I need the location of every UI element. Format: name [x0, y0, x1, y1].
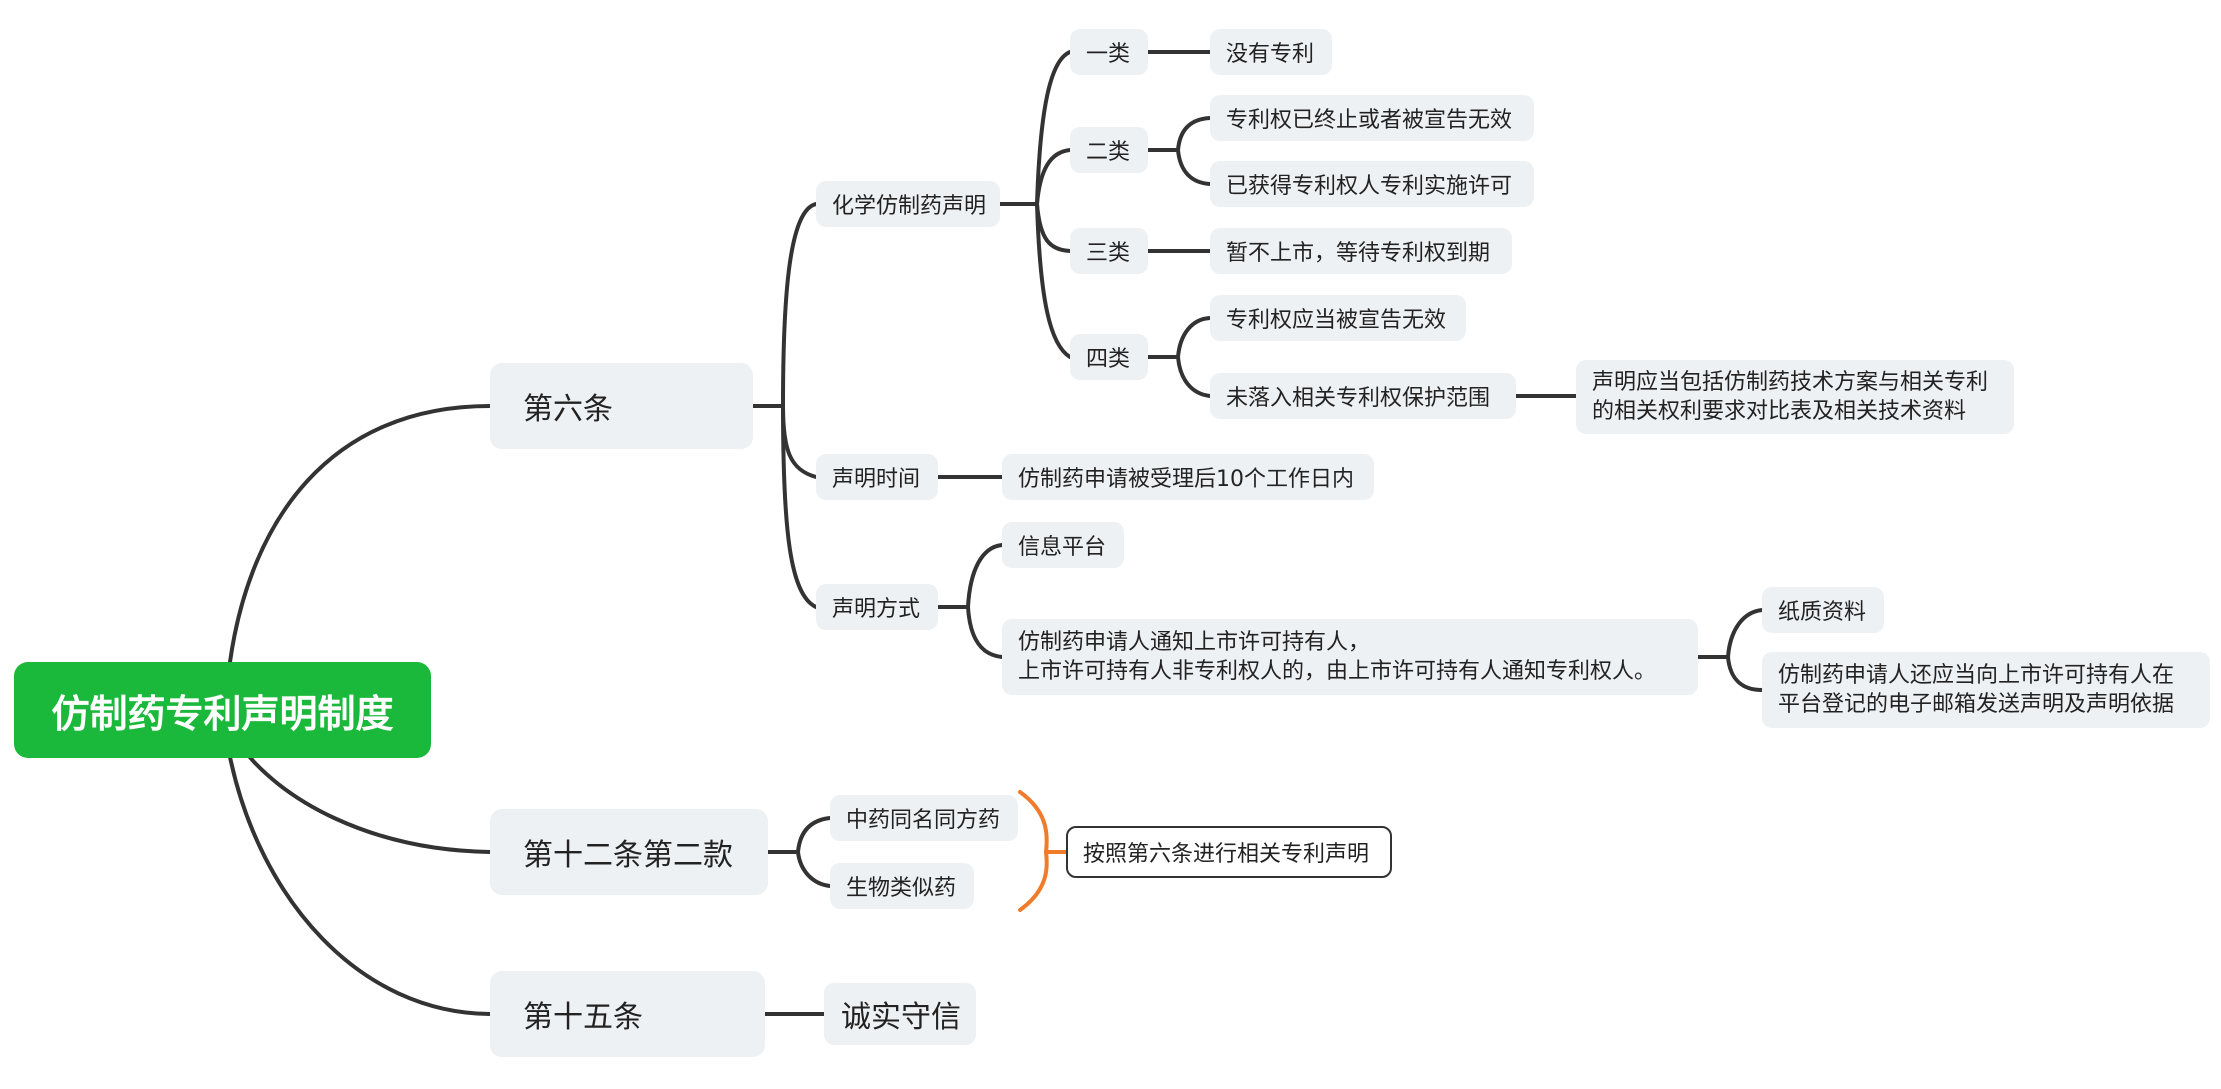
leaf-timing-value[interactable]: 仿制药申请被受理后10个工作日内 — [1002, 454, 1374, 500]
topic-class1[interactable]: 一类 — [1070, 29, 1148, 75]
topic-chemical-declaration-label: 化学仿制药声明 — [832, 194, 987, 219]
topic-article6-label: 第六条 — [523, 392, 613, 427]
connector-article6-chemical — [781, 202, 818, 408]
connector-chemical-class3 — [1035, 202, 1072, 253]
connector-notify-paper — [1726, 608, 1764, 659]
connector-article12-item2 — [796, 850, 832, 888]
leaf-license-obtained[interactable]: 已获得专利权人专利实施许可 — [1210, 161, 1534, 207]
leaf-biosimilar[interactable]: 生物类似药 — [830, 863, 974, 909]
leaf-comparison-note-line2: 的相关权利要求对比表及相关技术资料 — [1592, 399, 1967, 424]
leaf-notify-holder-line1: 仿制药申请人通知上市许可持有人， — [1018, 630, 1371, 655]
topic-article15-label: 第十五条 — [523, 1000, 643, 1035]
leaf-no-patent[interactable]: 没有专利 — [1210, 29, 1332, 75]
topic-article12-label: 第十二条第二款 — [523, 838, 733, 873]
topic-class3-label: 三类 — [1086, 241, 1131, 266]
leaf-timing-value-label: 仿制药申请被受理后10个工作日内 — [1018, 467, 1354, 492]
root-topic[interactable]: 仿制药专利声明制度 — [14, 662, 431, 758]
connector-class2-item2 — [1176, 148, 1212, 186]
connector-chemical-class1 — [1035, 50, 1072, 206]
leaf-email-declaration-line1: 仿制药申请人还应当向上市许可持有人在 — [1778, 663, 2175, 688]
connector-article6-timing — [781, 404, 818, 479]
topic-class2-label: 二类 — [1086, 140, 1131, 165]
topic-declaration-method-label: 声明方式 — [832, 597, 921, 622]
topic-declaration-method[interactable]: 声明方式 — [816, 584, 938, 630]
leaf-integrity-label: 诚实守信 — [841, 1000, 961, 1035]
summary-declare-per-article6-label: 按照第六条进行相关专利声明 — [1083, 842, 1370, 867]
topic-declaration-timing-label: 声明时间 — [832, 467, 921, 492]
connector-method-platform — [966, 543, 1004, 609]
topic-article12[interactable]: 第十二条第二款 — [490, 809, 768, 895]
leaf-should-be-invalidated[interactable]: 专利权应当被宣告无效 — [1210, 295, 1466, 341]
leaf-no-patent-label: 没有专利 — [1226, 42, 1315, 67]
connector-method-notify — [966, 605, 1004, 659]
leaf-tcm-same-name-label: 中药同名同方药 — [846, 808, 1001, 833]
connector-article6-method — [781, 404, 818, 609]
topic-chemical-declaration[interactable]: 化学仿制药声明 — [816, 181, 1000, 227]
leaf-patent-terminated[interactable]: 专利权已终止或者被宣告无效 — [1210, 95, 1534, 141]
leaf-not-in-scope[interactable]: 未落入相关专利权保护范围 — [1210, 373, 1516, 419]
connector-class2-item1 — [1176, 116, 1212, 152]
leaf-paper-material[interactable]: 纸质资料 — [1762, 587, 1884, 633]
leaf-info-platform[interactable]: 信息平台 — [1002, 522, 1124, 568]
topic-class3[interactable]: 三类 — [1070, 228, 1148, 274]
topic-class4[interactable]: 四类 — [1070, 334, 1148, 380]
summary-declare-per-article6[interactable]: 按照第六条进行相关专利声明 — [1066, 826, 1392, 878]
leaf-await-expiry[interactable]: 暂不上市，等待专利权到期 — [1210, 228, 1512, 274]
topic-article15[interactable]: 第十五条 — [490, 971, 765, 1057]
leaf-notify-holder-line2: 上市许可持有人非专利权人的，由上市许可持有人通知专利权人。 — [1018, 659, 1657, 684]
connector-root-article6 — [228, 404, 492, 664]
leaf-license-obtained-label: 已获得专利权人专利实施许可 — [1226, 174, 1513, 199]
leaf-should-be-invalidated-label: 专利权应当被宣告无效 — [1226, 308, 1447, 333]
root-topic-label: 仿制药专利声明制度 — [51, 691, 394, 736]
leaf-integrity[interactable]: 诚实守信 — [824, 983, 976, 1045]
leaf-notify-holder[interactable]: 仿制药申请人通知上市许可持有人， 上市许可持有人非专利权人的，由上市许可持有人通… — [1002, 619, 1698, 695]
leaf-patent-terminated-label: 专利权已终止或者被宣告无效 — [1226, 108, 1513, 133]
topic-class2[interactable]: 二类 — [1070, 127, 1148, 173]
topic-class1-label: 一类 — [1086, 42, 1131, 67]
topic-class4-label: 四类 — [1086, 347, 1131, 372]
connector-chemical-class2 — [1035, 148, 1072, 206]
leaf-paper-material-label: 纸质资料 — [1778, 600, 1867, 625]
connector-chemical-class4 — [1035, 202, 1072, 359]
leaf-comparison-note[interactable]: 声明应当包括仿制药技术方案与相关专利 的相关权利要求对比表及相关技术资料 — [1576, 360, 2014, 434]
leaf-not-in-scope-label: 未落入相关专利权保护范围 — [1226, 386, 1491, 411]
connector-notify-email — [1726, 655, 1764, 692]
leaf-email-declaration[interactable]: 仿制药申请人还应当向上市许可持有人在 平台登记的电子邮箱发送声明及声明依据 — [1762, 652, 2210, 728]
topic-article6[interactable]: 第六条 — [490, 363, 753, 449]
summary-bracket — [1018, 790, 1049, 912]
topic-declaration-timing[interactable]: 声明时间 — [816, 454, 938, 500]
connector-class4-item1 — [1176, 316, 1212, 359]
connector-root-article12 — [238, 743, 492, 854]
connector-class4-item2 — [1176, 355, 1212, 398]
leaf-await-expiry-label: 暂不上市，等待专利权到期 — [1226, 241, 1491, 266]
leaf-comparison-note-line1: 声明应当包括仿制药技术方案与相关专利 — [1592, 370, 1989, 395]
leaf-biosimilar-label: 生物类似药 — [846, 876, 957, 901]
connector-root-article15 — [228, 755, 492, 1016]
leaf-info-platform-label: 信息平台 — [1018, 535, 1107, 560]
connector-article12-item1 — [796, 816, 832, 854]
leaf-tcm-same-name[interactable]: 中药同名同方药 — [830, 795, 1018, 841]
leaf-email-declaration-line2: 平台登记的电子邮箱发送声明及声明依据 — [1778, 692, 2175, 717]
